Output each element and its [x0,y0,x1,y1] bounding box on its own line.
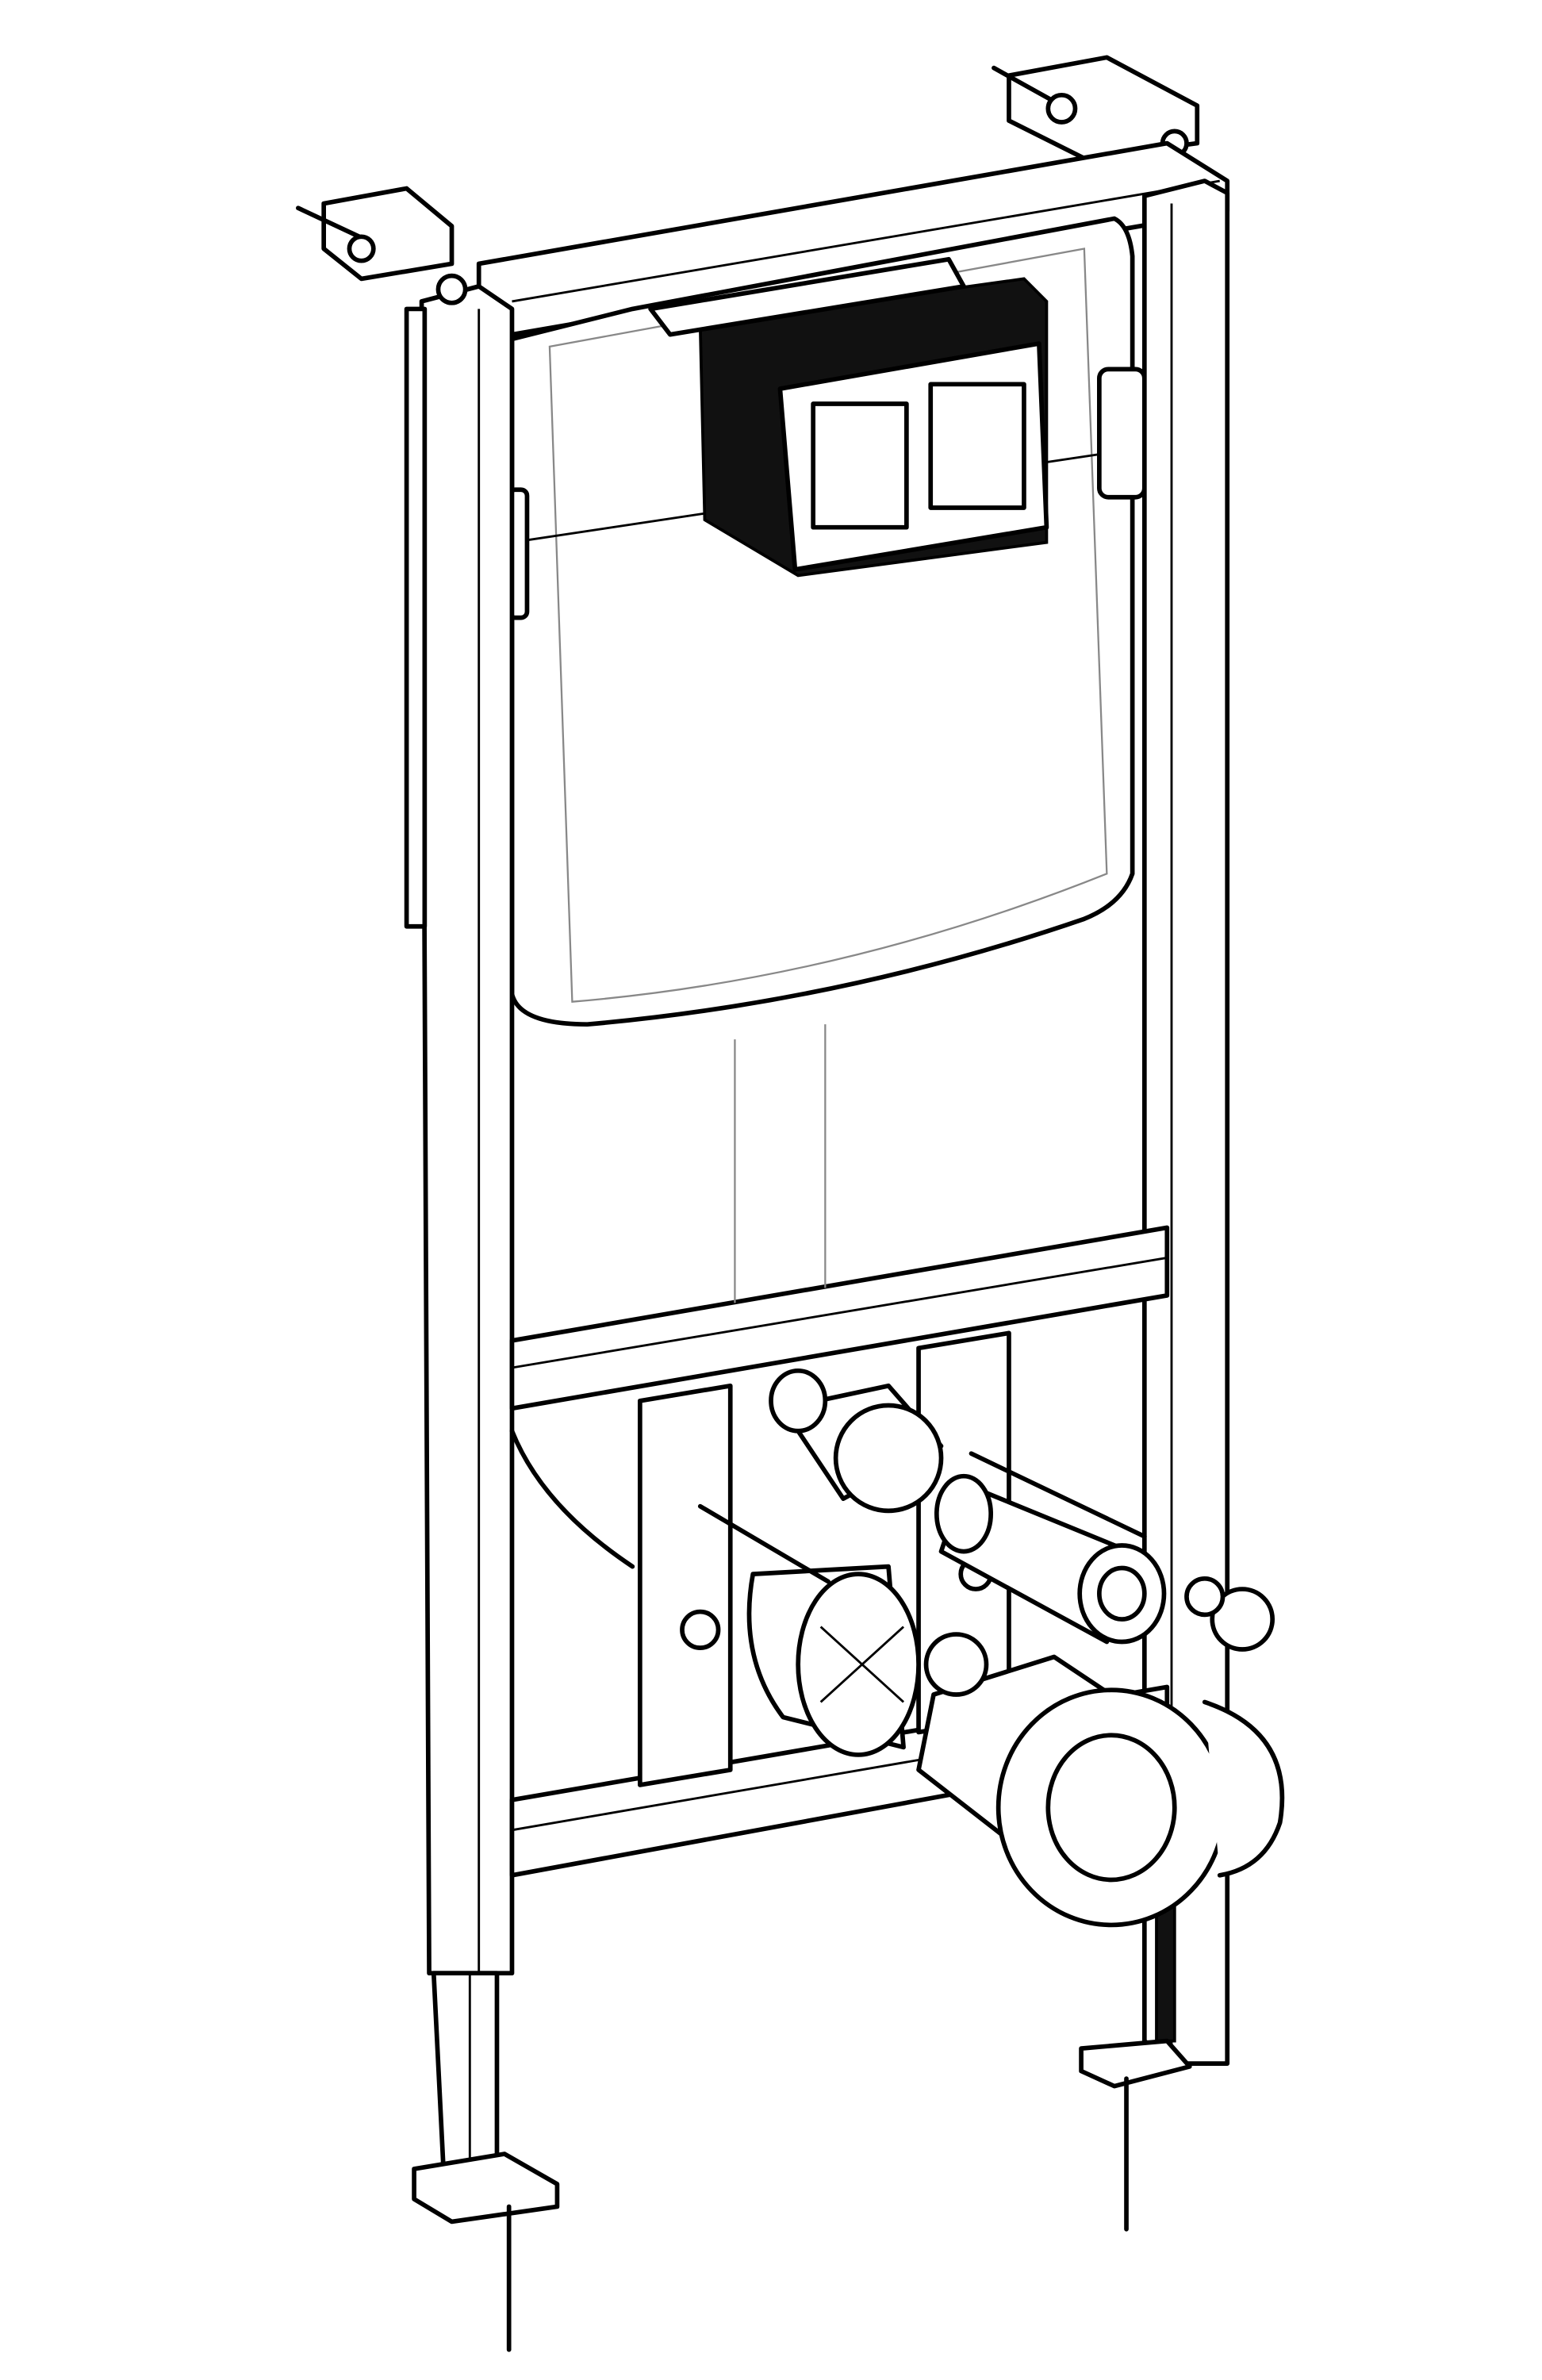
water-supply-elbow [769,1368,944,1514]
middle-crossbar [509,1024,1170,1411]
top-left-wall-bracket [296,186,455,282]
drain-connector-pipe [916,1654,1285,1928]
left-foot [412,2152,560,2352]
flush-button-left [811,401,909,530]
bowl-outline [509,1428,635,1569]
flush-plate-frame [648,256,1049,578]
flush-bend [746,1564,921,1757]
left-upright-post [404,273,515,2186]
connection-pipe [934,1473,1167,1645]
flush-button-right [928,382,1026,510]
top-right-wall-bracket [992,55,1200,161]
rod-nut [1210,1587,1275,1652]
threaded-rods [697,1451,1275,1697]
right-foot [1079,2038,1192,2232]
rod-nut [923,1632,989,1697]
